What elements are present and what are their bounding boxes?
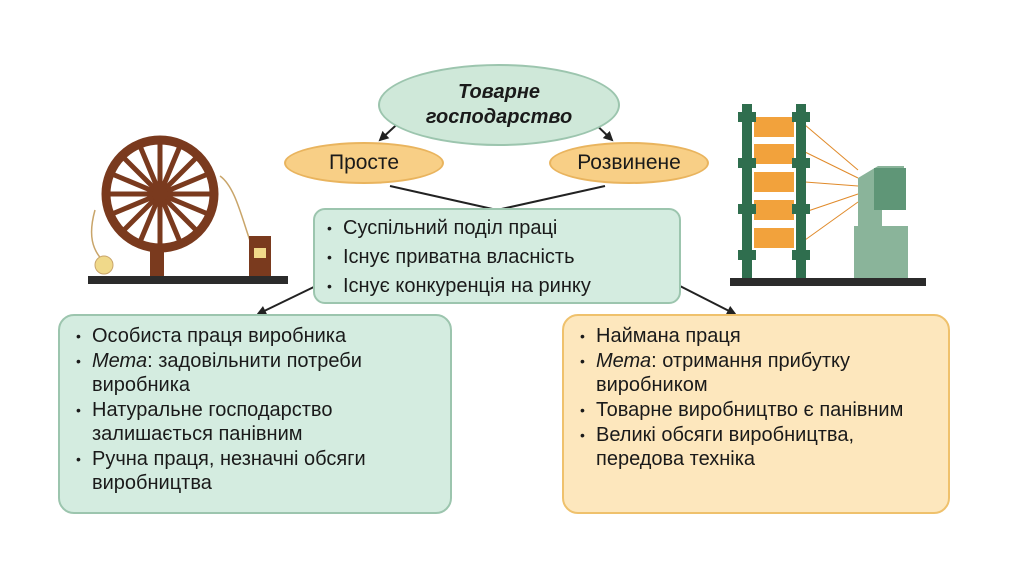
common-feature-item: Існує приватна власність <box>323 243 671 272</box>
developed-feature-item: Великі обсяги виробництва, передова техн… <box>576 423 936 471</box>
simple-economy-node: Просте <box>284 142 444 184</box>
common-feature-item: Суспільний поділ праці <box>323 214 671 243</box>
simple-feature-item: Натуральне господарство залишається пані… <box>72 398 438 446</box>
arrow-common-to-left <box>256 283 321 316</box>
developed-feature-item: Наймана праця <box>576 324 936 348</box>
arrow-common-to-right <box>675 283 737 315</box>
simple-features-box: Особиста праця виробника Мета: задовільн… <box>58 314 452 514</box>
line-developed-to-common <box>496 185 606 211</box>
simple-features-list: Особиста праця виробника Мета: задовільн… <box>72 324 438 495</box>
line-simple-to-common <box>389 185 498 211</box>
common-feature-item: Існує конкуренція на ринку <box>323 272 671 301</box>
goal-prefix: Мета <box>596 350 652 372</box>
simple-feature-item: Особиста праця виробника <box>72 324 438 348</box>
common-features-list: Суспільний поділ праці Існує приватна вл… <box>323 214 671 301</box>
goal-text: : отримання прибутку виробником <box>596 350 851 396</box>
simple-economy-label: Просте <box>328 151 399 174</box>
developed-features-box: Наймана праця Мета: отримання прибутку в… <box>562 314 950 514</box>
root-title-line-1: Товарне <box>457 81 541 103</box>
goal-prefix: Мета <box>92 350 148 372</box>
goal-text: : задовільнити потреби виробника <box>92 350 362 396</box>
simple-feature-item: Мета: задовільнити потреби виробника <box>72 349 438 397</box>
developed-economy-label: Розвинене <box>577 151 681 174</box>
developed-feature-item: Товарне виробництво є панівним <box>576 398 936 422</box>
root-title-line-2: господарство <box>425 106 573 128</box>
simple-feature-item: Ручна праця, незначні обсяги виробництва <box>72 447 438 495</box>
root-node-commodity-economy: Товарне господарство <box>378 64 620 146</box>
common-features-box: Суспільний поділ праці Існує приватна вл… <box>313 208 681 304</box>
developed-feature-item: Мета: отримання прибутку виробником <box>576 349 936 397</box>
developed-economy-node: Розвинене <box>549 142 709 184</box>
developed-features-list: Наймана праця Мета: отримання прибутку в… <box>576 324 936 471</box>
